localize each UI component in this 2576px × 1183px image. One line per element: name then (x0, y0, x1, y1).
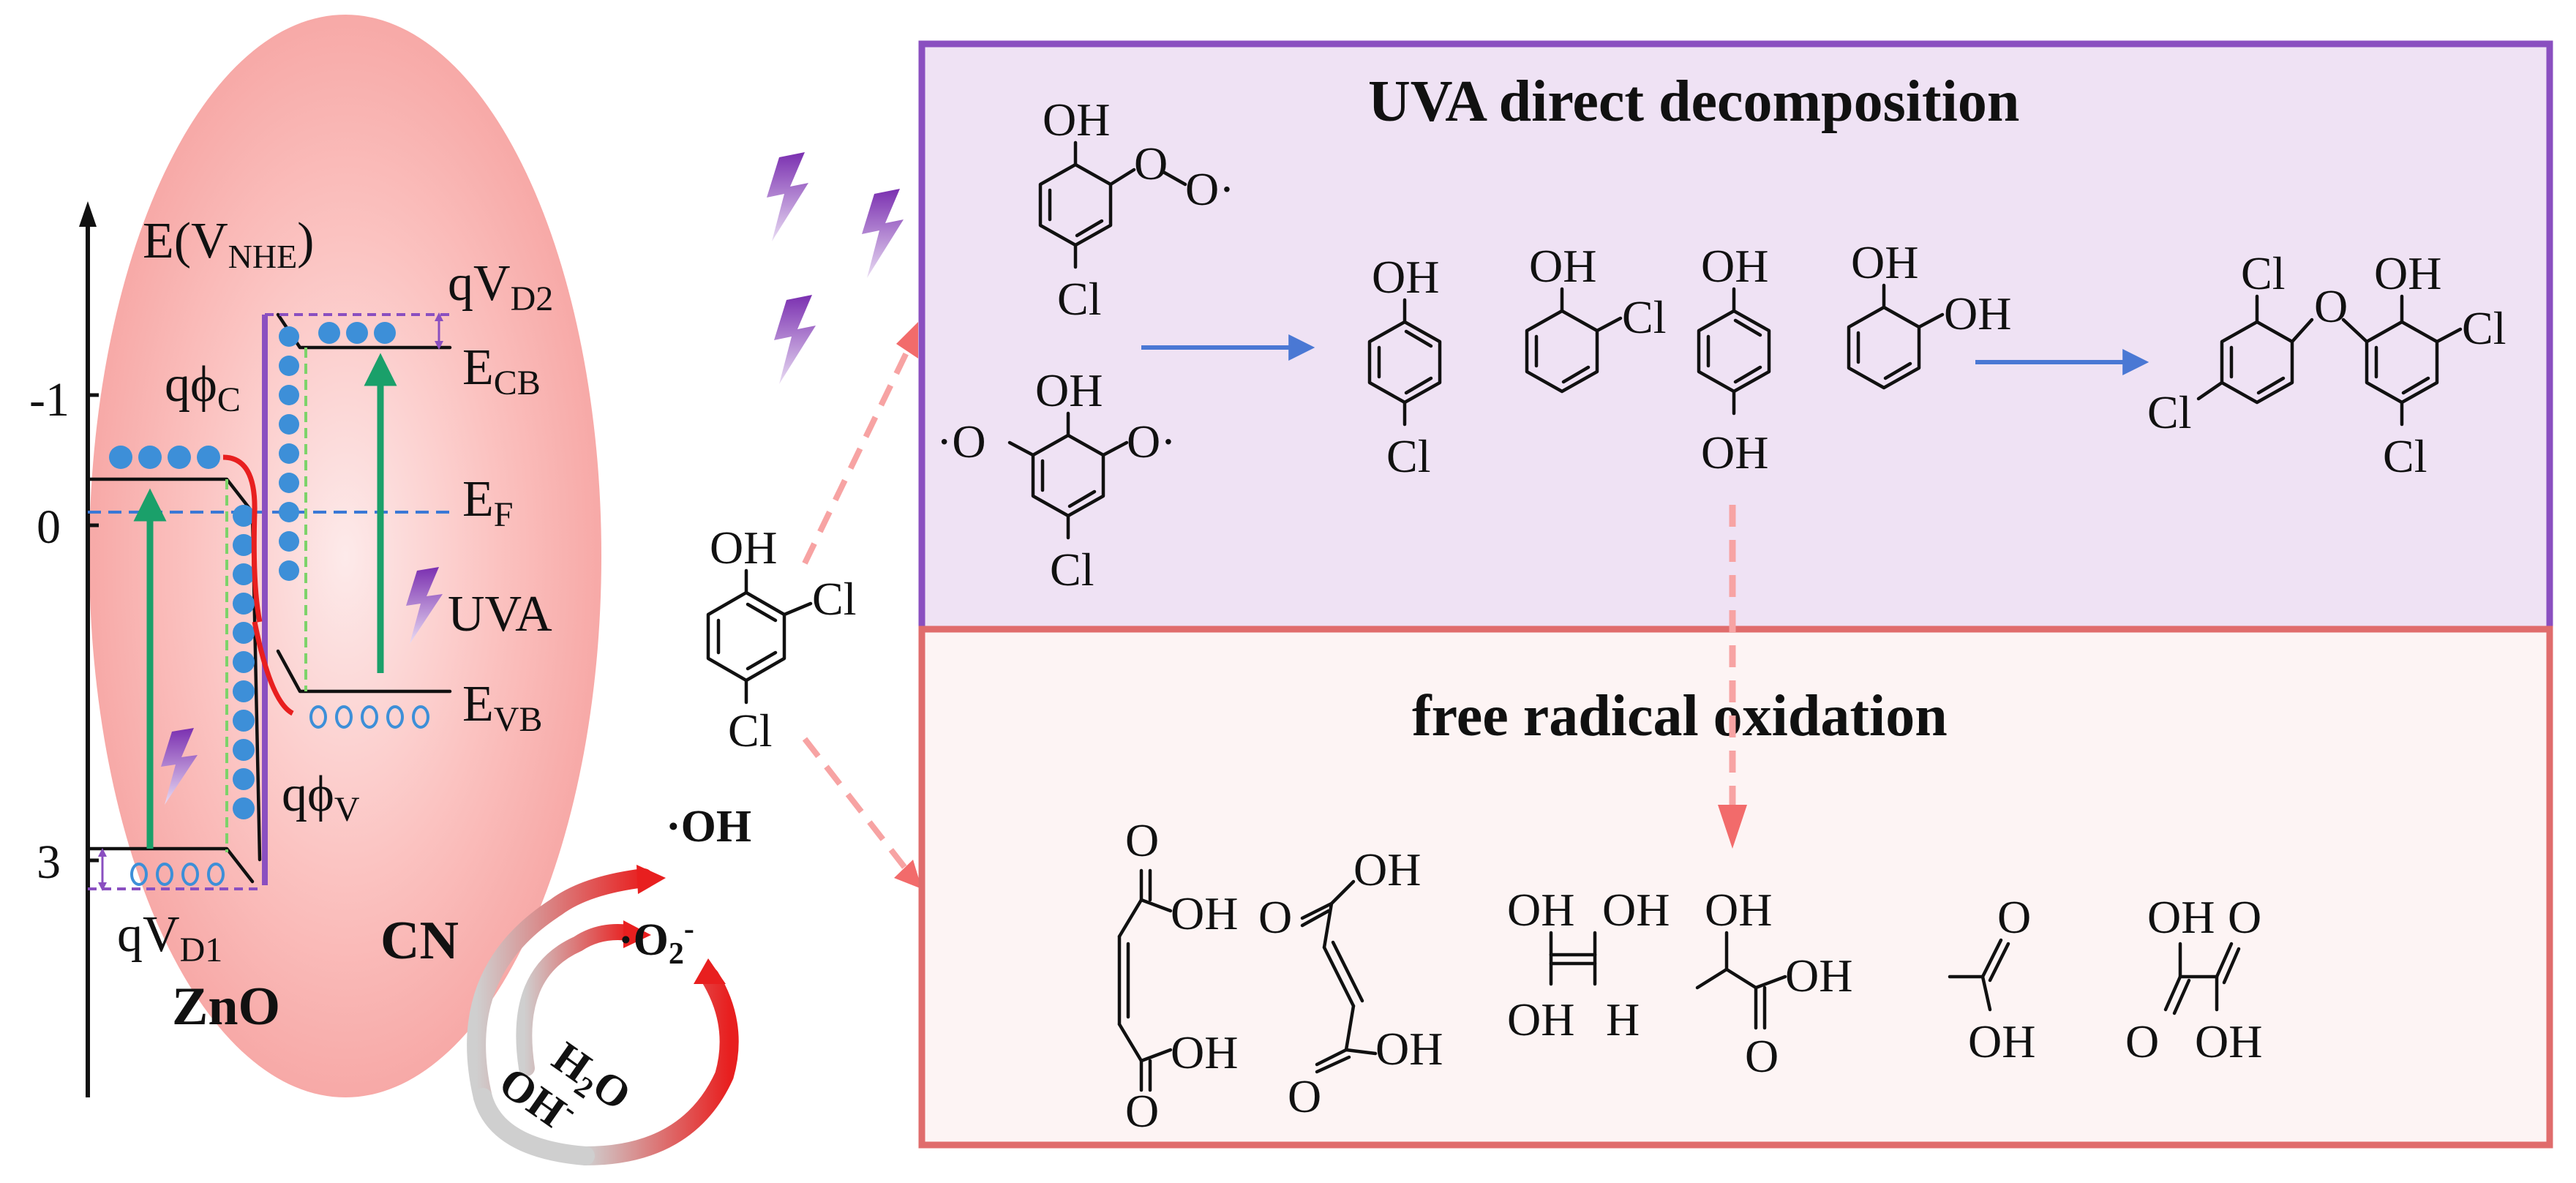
evb-label: EVB (462, 676, 542, 739)
cn-label: CN (380, 911, 459, 971)
svg-text:O·: O· (1185, 163, 1235, 215)
svg-text:OH: OH (2195, 1015, 2262, 1067)
o2-radical-label: ·O2- (618, 912, 694, 971)
svg-text:O: O (1997, 891, 2031, 943)
uva-bolt-icons (161, 152, 904, 805)
fumaric-acid-molecule: O OH O OH (1258, 844, 1443, 1122)
lightning-icon (161, 728, 198, 805)
svg-text:OH: OH (1035, 364, 1103, 416)
svg-text:OH: OH (1507, 884, 1574, 936)
tick-label-minus1: -1 (29, 373, 70, 427)
hydroquinone-molecule: OH OH (1697, 240, 1771, 478)
qphic-label: qϕC (165, 356, 241, 419)
heterojunction-ellipse (89, 15, 601, 1097)
svg-text:O: O (1134, 138, 1168, 189)
svg-text:OH: OH (1602, 884, 1670, 936)
svg-text:Cl: Cl (2147, 386, 2191, 438)
ecb-label: ECB (462, 339, 541, 402)
svg-text:O: O (2228, 891, 2261, 943)
svg-text:OH: OH (1785, 950, 1852, 1002)
radical-panel (918, 626, 2553, 1149)
uva-panel (918, 40, 2553, 633)
oh-radical-label: ·OH (666, 802, 751, 852)
svg-text:O: O (1258, 891, 1292, 943)
svg-text:Cl: Cl (2241, 247, 2285, 299)
radical-panel-title: free radical oxidation (1412, 684, 1948, 748)
svg-text:OH: OH (1851, 236, 1918, 288)
band-labels: qVD2 qϕC ECB EF UVA EVB qϕV qVD1 ZnO CN (117, 255, 553, 1037)
enediol-molecule: OH OH OH H (1507, 884, 1670, 1045)
svg-text:OH: OH (2147, 891, 2215, 943)
pathway-arrows (802, 322, 922, 889)
svg-text:O: O (1288, 1070, 1321, 1122)
svg-text:O: O (2314, 280, 2348, 332)
svg-text:Cl: Cl (1622, 291, 1666, 343)
svg-text:O: O (2125, 1015, 2159, 1067)
svg-text:OH: OH (1529, 240, 1596, 292)
ef-label: EF (462, 471, 513, 534)
tick-label-3: 3 (37, 835, 61, 889)
svg-text:OH: OH (710, 522, 777, 574)
svg-text:OH: OH (1705, 884, 1772, 936)
svg-text:OH: OH (1507, 994, 1574, 1045)
svg-text:OH: OH (1171, 1026, 1238, 1078)
svg-text:Cl: Cl (2383, 430, 2427, 482)
lightning-icon (767, 152, 808, 241)
svg-text:Cl: Cl (1057, 273, 1101, 325)
svg-text:O: O (1745, 1030, 1779, 1082)
diradical-molecule: OH O· ·O Cl (936, 364, 1176, 596)
svg-text:O·: O· (1127, 416, 1176, 467)
svg-text:O: O (1125, 814, 1159, 866)
svg-text:OH: OH (1171, 887, 1238, 939)
svg-text:OH: OH (1043, 94, 1110, 146)
svg-text:Cl: Cl (2462, 302, 2506, 354)
axis-title: E(VNHE) (143, 213, 314, 275)
zno-label: ZnO (172, 977, 280, 1037)
lightning-icon (406, 567, 443, 644)
svg-text:OH: OH (1353, 844, 1421, 895)
peroxyl-radical-molecule: OH O O· Cl (1038, 94, 1235, 325)
svg-text:OH: OH (1944, 288, 2011, 339)
tick-label-0: 0 (37, 500, 61, 554)
qvd2-label: qVD2 (448, 255, 553, 318)
zno-bands (86, 446, 452, 891)
qvd1-label: qVD1 (117, 906, 222, 969)
energy-axis: -1 0 3 E(VNHE) (29, 201, 314, 1097)
lightning-icon (774, 295, 816, 384)
svg-text:OH: OH (1701, 427, 1768, 478)
uva-label: UVA (448, 586, 552, 642)
qphiv-label: qϕV (282, 766, 360, 829)
svg-text:H: H (1606, 994, 1640, 1045)
svg-text:Cl: Cl (728, 705, 772, 756)
svg-text:OH: OH (2374, 247, 2441, 299)
svg-text:Cl: Cl (812, 573, 856, 625)
lightning-icon (862, 189, 904, 278)
catechol-molecule: OH OH (1847, 236, 2011, 390)
oxalic-acid-molecule: OH O O OH (2125, 891, 2262, 1067)
svg-text:OH: OH (1372, 251, 1439, 303)
maleic-acid-molecule: O OH OH O (1117, 814, 1238, 1137)
cn-bands (222, 312, 454, 885)
dioxin-precursor-molecule: Cl O Cl OH Cl Cl (2147, 247, 2506, 482)
svg-text:OH: OH (1701, 240, 1768, 292)
svg-text:Cl: Cl (1050, 544, 1094, 596)
svg-text:Cl: Cl (1386, 430, 1430, 482)
lactic-acid-molecule: OH OH O (1695, 884, 1852, 1082)
svg-text:·O: ·O (936, 416, 986, 467)
uva-panel-title: UVA direct decomposition (1368, 70, 2019, 134)
radical-cycle: ·OH ·O2- H2O OH- (467, 802, 751, 1165)
svg-text:O: O (1125, 1085, 1159, 1137)
chlorophenol-4-molecule: OH Cl (1367, 251, 1442, 482)
hydroquinone-oxidation-arrow (1718, 505, 1747, 849)
svg-text:OH: OH (1968, 1015, 2035, 1067)
chlorophenol-2-molecule: OH Cl (1525, 240, 1666, 394)
acetic-acid-molecule: O OH (1948, 891, 2035, 1067)
dichlorophenol-molecule: OH Cl Cl (706, 522, 856, 756)
svg-text:OH: OH (1375, 1023, 1443, 1075)
